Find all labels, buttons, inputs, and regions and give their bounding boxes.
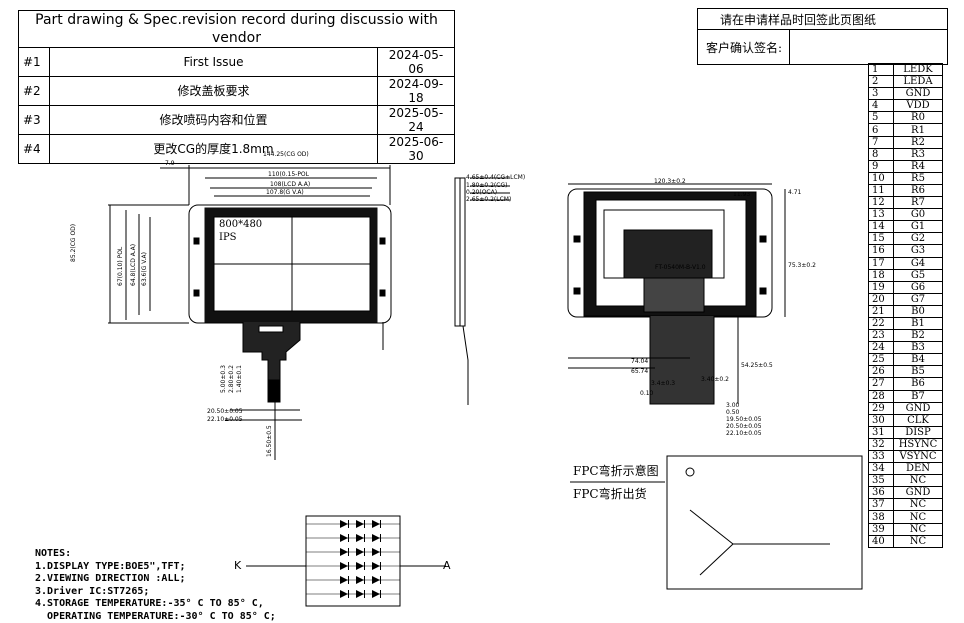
dim-back-a: 74.04	[631, 358, 648, 365]
dim-va-height: 63.6(G V.A)	[141, 252, 148, 286]
dim-lcm-thickness: 2.65±0.2(LCM)	[466, 196, 511, 203]
dim-cg-thickness: 1.80±0.2(CG)	[466, 182, 507, 189]
dim-back-c: 54.25±0.5	[741, 362, 773, 369]
dim-back-i: 19.50±0.05	[726, 416, 762, 423]
led-circuit-box	[306, 516, 400, 606]
dim-back-d: 3.40±0.2	[701, 376, 729, 383]
dim-back-e: 0.10	[640, 390, 653, 397]
note-item: 4.STORAGE TEMPERATURE:-35° C TO 85° C,	[35, 598, 276, 611]
dim-cg-height: 85.2(CG OD)	[70, 224, 77, 262]
dim-fpc-a: 20.50±0.05	[207, 408, 243, 415]
dim-back-j: 20.50±0.05	[726, 423, 762, 430]
resolution-label: 800*480	[219, 219, 262, 230]
note-item: 2.VIEWING DIRECTION :ALL;	[35, 573, 276, 586]
dim-back-offset: 11.93	[733, 191, 750, 198]
dim-back-height: 75.3±0.2	[788, 262, 816, 269]
dim-pol-height: 67(0.10) POL	[117, 247, 124, 286]
note-item: 3.Driver IC:ST7265;	[35, 586, 276, 599]
dim-fpc-length: 16.50±0.5	[266, 425, 273, 457]
anode-label: A	[443, 559, 451, 572]
back-label-text: FT-0540M-B-V1.0	[655, 264, 706, 271]
dim-back-top: 4.71	[788, 189, 801, 196]
dim-back-f: 3.4±0.3	[651, 380, 675, 387]
dim-oca-thickness: 0.20(OCA)	[466, 189, 497, 196]
dim-cg-width: 144.25(CG OD)	[263, 151, 309, 158]
dim-fpc-1: 5.00±0.3	[220, 365, 227, 393]
dim-fpc-b: 22.10±0.05	[207, 416, 243, 423]
notes-title: NOTES:	[35, 548, 276, 561]
dim-fpc-3: 1.40±0.1	[236, 365, 243, 393]
note-item: OPERATING TEMPERATURE:-30° C TO 85° C;	[35, 611, 276, 623]
dim-back-k: 22.10±0.05	[726, 430, 762, 437]
panel-type-label: IPS	[219, 232, 237, 243]
fpc-bend-diagram	[667, 456, 862, 589]
led-array	[306, 520, 400, 598]
note-item: 1.DISPLAY TYPE:BOE5",TFT;	[35, 561, 276, 574]
dim-offset: 7.9	[165, 160, 175, 167]
dim-total-thickness: 4.65±0.4(CG+LCM)	[466, 174, 525, 181]
fpc-bend-caption: FPC弯折示意图	[573, 462, 659, 479]
notes-block: NOTES:1.DISPLAY TYPE:BOE5",TFT;2.VIEWING…	[35, 548, 276, 623]
dim-back-h: 0.50	[726, 409, 739, 416]
dim-fpc-2: 2.80±0.2	[228, 365, 235, 393]
dim-va-width: 107.8(G V.A)	[266, 189, 304, 196]
fpc-bend-ship-caption: FPC弯折出货	[573, 485, 647, 502]
dim-back-b: 65.74	[631, 368, 648, 375]
dim-back-g: 3.00	[726, 402, 739, 409]
dim-back-width: 120.3±0.2	[654, 178, 686, 185]
dim-pol-width: 110(0.15-POL	[268, 171, 309, 178]
dim-aa-width: 108(LCD A.A)	[270, 181, 310, 188]
dim-aa-height: 64.8(LCD A.A)	[130, 244, 137, 286]
